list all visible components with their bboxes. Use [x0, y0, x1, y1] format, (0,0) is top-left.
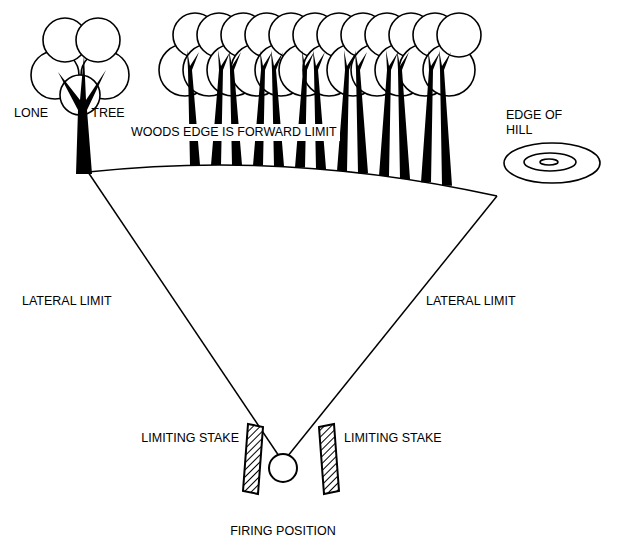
limiting-stake [243, 424, 263, 494]
limiting-stake [319, 424, 339, 494]
position-label: FIRING POSITION [230, 524, 336, 539]
label: EDGE OF HILL [506, 108, 568, 138]
label: LIMITING STAKE [141, 431, 239, 446]
label: LATERAL LIMIT [426, 294, 516, 309]
label: LONE TREE [14, 106, 125, 121]
woods [159, 13, 481, 186]
label: WOODS EDGE IS FORWARD LIMIT [128, 124, 340, 141]
firing-position: FIRING POSITION [230, 452, 336, 539]
lateral-limit-line [283, 196, 497, 462]
label: LATERAL LIMIT [22, 294, 112, 309]
hill-contours [504, 143, 600, 183]
lone-tree [31, 18, 129, 174]
lateral-limit-line [88, 172, 283, 462]
label: LIMITING STAKE [344, 431, 442, 446]
firing-position-circle [267, 452, 299, 484]
forward-limit-line [88, 165, 497, 196]
